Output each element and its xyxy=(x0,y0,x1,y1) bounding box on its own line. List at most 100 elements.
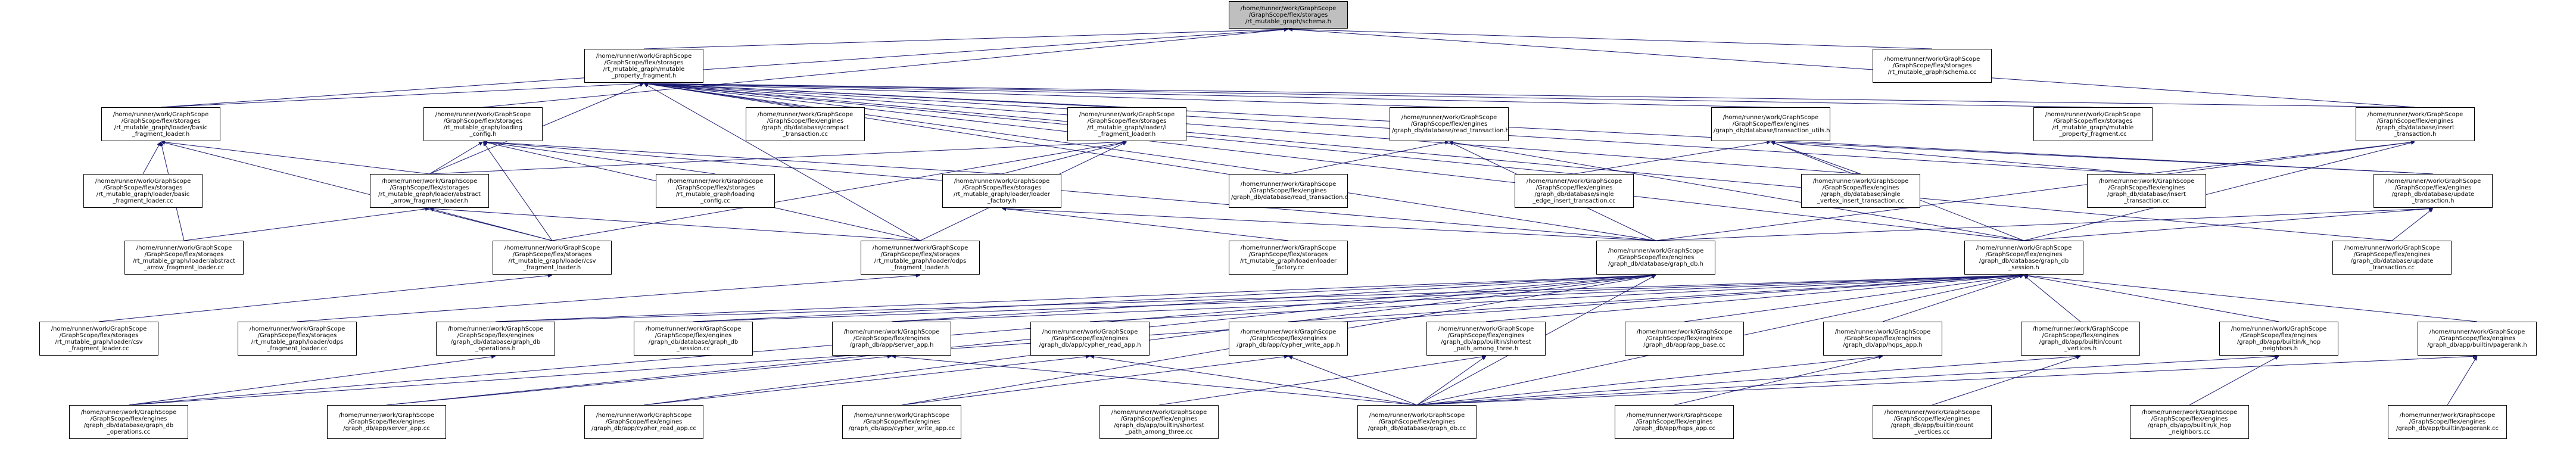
file-node[interactable]: /home/runner/work/GraphScope/GraphScope/… xyxy=(1515,174,1634,208)
include-edge xyxy=(643,81,2416,108)
file-node-label-line: _vertices.cc xyxy=(1914,428,1950,435)
file-node[interactable]: /home/runner/work/GraphScope/GraphScope/… xyxy=(1801,174,1920,208)
include-edge xyxy=(1416,354,2279,406)
file-node-label-line: /graph_db/database/transaction_utils.h xyxy=(1714,127,1830,134)
file-node[interactable]: /home/runner/work/GraphScope/GraphScope/… xyxy=(69,405,188,439)
file-node[interactable]: /home/runner/work/GraphScope/GraphScope/… xyxy=(101,107,220,141)
file-node-label-line: /home/runner/work/GraphScope xyxy=(435,111,531,118)
file-node-label-line: /home/runner/work/GraphScope xyxy=(645,325,742,332)
file-node[interactable]: /home/runner/work/GraphScope/GraphScope/… xyxy=(2021,322,2140,356)
file-node[interactable]: /home/runner/work/GraphScope/GraphScope/… xyxy=(493,241,612,275)
file-node[interactable]: /home/runner/work/GraphScope/GraphScope/… xyxy=(746,107,865,141)
file-node[interactable]: /home/runner/work/GraphScope/GraphScope/… xyxy=(327,405,446,439)
file-node[interactable]: /home/runner/work/GraphScope/GraphScope/… xyxy=(1067,107,1186,141)
file-node[interactable]: /home/runner/work/GraphScope/GraphScope/… xyxy=(1426,322,1546,356)
file-node-label-line: /GraphScope/flex/engines xyxy=(2108,184,2185,191)
file-node[interactable]: /home/runner/work/GraphScope/GraphScope/… xyxy=(2033,107,2153,141)
include-edge xyxy=(643,81,1771,108)
file-node-label-line: /GraphScope/flex/storages xyxy=(1892,63,1972,69)
file-node[interactable]: /home/runner/work/GraphScope/GraphScope/… xyxy=(1711,107,1830,141)
file-node[interactable]: /home/runner/work/GraphScope/GraphScope/… xyxy=(2130,405,2249,439)
file-node-label-line: /graph_db/app/builtin/k_hop xyxy=(2237,338,2321,345)
include-edge xyxy=(891,273,1656,322)
file-node[interactable]: /home/runner/work/GraphScope/GraphScope/… xyxy=(1099,405,1219,439)
include-edge xyxy=(643,273,1656,406)
file-node-label-line: /graph_db/database/single xyxy=(1534,191,1614,198)
file-node-label-line: /graph_db/database/graph_db xyxy=(1979,257,2069,264)
file-node-label-line: /GraphScope/flex/storages xyxy=(443,117,523,124)
file-node[interactable]: /home/runner/work/GraphScope/GraphScope/… xyxy=(1596,241,1715,275)
file-node[interactable]: /home/runner/work/GraphScope/GraphScope/… xyxy=(634,322,753,356)
file-node-label-line: /GraphScope/flex/storages xyxy=(675,184,755,191)
file-node-label-line: /home/runner/work/GraphScope xyxy=(757,111,854,118)
file-node-label-line: /home/runner/work/GraphScope xyxy=(1722,114,1819,121)
file-node[interactable]: /home/runner/work/GraphScope/GraphScope/… xyxy=(584,49,703,83)
file-node[interactable]: /home/runner/work/GraphScope/GraphScope/… xyxy=(1625,322,1744,356)
file-node[interactable]: /home/runner/work/GraphScope/GraphScope/… xyxy=(2373,174,2493,208)
file-node-label-line: /graph_db/database/read_transaction.cc xyxy=(1231,194,1348,201)
file-node[interactable]: /home/runner/work/GraphScope/GraphScope/… xyxy=(1964,241,2083,275)
file-node-label-line: /rt_mutable_graph/loader/basic xyxy=(96,191,190,198)
file-node-label-line: /rt_mutable_graph/loader/odps xyxy=(874,257,967,264)
file-node[interactable]: /home/runner/work/GraphScope/GraphScope/… xyxy=(942,174,1061,208)
include-edge xyxy=(482,140,716,175)
file-node-label-line: /home/runner/work/GraphScope xyxy=(2344,244,2440,251)
file-node[interactable]: /home/runner/work/GraphScope/GraphScope/… xyxy=(436,322,555,356)
file-node[interactable]: /home/runner/work/GraphScope/GraphScope/… xyxy=(1873,405,1992,439)
include-edge xyxy=(128,354,496,406)
file-node-label-line: _operations.h xyxy=(475,345,516,352)
file-node-label-line: /GraphScope/flex/engines xyxy=(457,332,534,339)
file-node[interactable]: /home/runner/work/GraphScope/GraphScope/… xyxy=(832,322,951,356)
file-node[interactable]: /home/runner/work/GraphScope/GraphScope/… xyxy=(2418,322,2537,356)
file-node[interactable]: /home/runner/work/GraphScope/GraphScope/… xyxy=(842,405,961,439)
file-node[interactable]: /home/runner/work/GraphScope/GraphScope/… xyxy=(2332,241,2452,275)
file-node-label-line: /GraphScope/flex/engines xyxy=(2042,332,2119,339)
file-node[interactable]: /home/runner/work/GraphScope/GraphScope/… xyxy=(2219,322,2338,356)
file-node[interactable]: /home/runner/work/GraphScope/GraphScope/… xyxy=(83,174,203,208)
include-edge xyxy=(643,82,2024,241)
file-node[interactable]: /home/runner/work/GraphScope/GraphScope/… xyxy=(124,241,244,275)
include-edge xyxy=(1674,355,1883,406)
file-node[interactable]: /home/runner/work/GraphScope/GraphScope/… xyxy=(584,405,703,439)
file-node-label-line: /home/runner/work/GraphScope xyxy=(95,177,191,185)
file-node[interactable]: /home/runner/work/GraphScope/GraphScope/… xyxy=(656,174,775,208)
include-edge xyxy=(2023,207,2434,241)
include-edge xyxy=(1932,355,2081,406)
file-node-label-line: /home/runner/work/GraphScope xyxy=(1884,56,1980,63)
include-edge xyxy=(2023,141,2416,241)
file-node-label-line: /graph_db/app/app_base.cc xyxy=(1643,342,1725,348)
include-edge xyxy=(1416,354,1883,406)
file-node-label-line: /graph_db/app/hqps_app.cc xyxy=(1633,425,1716,432)
file-node[interactable]: /home/runner/work/GraphScope/GraphScope/… xyxy=(1357,405,1477,439)
file-node[interactable]: /home/runner/work/GraphScope/GraphScope/… xyxy=(2087,174,2206,208)
file-node[interactable]: /home/runner/work/GraphScope/GraphScope/… xyxy=(39,322,158,356)
file-node[interactable]: /home/runner/work/GraphScope/GraphScope/… xyxy=(370,174,489,208)
file-node[interactable]: /home/runner/work/GraphScope/GraphScope/… xyxy=(1030,322,1150,356)
file-node[interactable]: /home/runner/work/GraphScope/GraphScope/… xyxy=(1873,49,1992,83)
file-node-label-line: /home/runner/work/GraphScope xyxy=(1240,329,1337,335)
file-node-label-line: /GraphScope/flex/engines xyxy=(655,332,732,339)
file-node[interactable]: /home/runner/work/GraphScope/GraphScope/… xyxy=(1390,107,1509,141)
file-node-label-line: /GraphScope/flex/engines xyxy=(2240,332,2318,339)
file-node-label-line: _transaction.cc xyxy=(783,130,828,138)
file-node-label-line: /home/runner/work/GraphScope xyxy=(2429,329,2525,335)
file-node[interactable]: /home/runner/work/GraphScope/GraphScope/… xyxy=(1229,1,1348,29)
file-node[interactable]: /home/runner/work/GraphScope/GraphScope/… xyxy=(1615,405,1734,439)
include-edge xyxy=(482,140,1656,241)
file-node-label-line: /GraphScope/flex/engines xyxy=(2394,184,2472,191)
file-node-label-line: _neighbors.cc xyxy=(2169,428,2210,435)
file-node[interactable]: /home/runner/work/GraphScope/GraphScope/… xyxy=(2356,107,2475,141)
file-node[interactable]: /home/runner/work/GraphScope/GraphScope/… xyxy=(1229,174,1348,208)
file-node-label-line: /GraphScope/flex/storages xyxy=(59,332,139,339)
file-node[interactable]: /home/runner/work/GraphScope/GraphScope/… xyxy=(1229,241,1348,275)
file-node-label-line: _factory.h xyxy=(987,197,1017,204)
file-node[interactable]: /home/runner/work/GraphScope/GraphScope/… xyxy=(1823,322,1942,356)
file-node-label-line: /GraphScope/flex/engines xyxy=(2151,415,2228,422)
file-node[interactable]: /home/runner/work/GraphScope/GraphScope/… xyxy=(1229,322,1348,356)
include-edge xyxy=(495,273,2024,322)
file-node[interactable]: /home/runner/work/GraphScope/GraphScope/… xyxy=(861,241,980,275)
file-node-label-line: /GraphScope/flex/engines xyxy=(1447,332,1525,339)
file-node[interactable]: /home/runner/work/GraphScope/GraphScope/… xyxy=(238,322,357,356)
file-node[interactable]: /home/runner/work/GraphScope/GraphScope/… xyxy=(423,107,543,141)
file-node[interactable]: /home/runner/work/GraphScope/GraphScope/… xyxy=(2388,405,2507,439)
